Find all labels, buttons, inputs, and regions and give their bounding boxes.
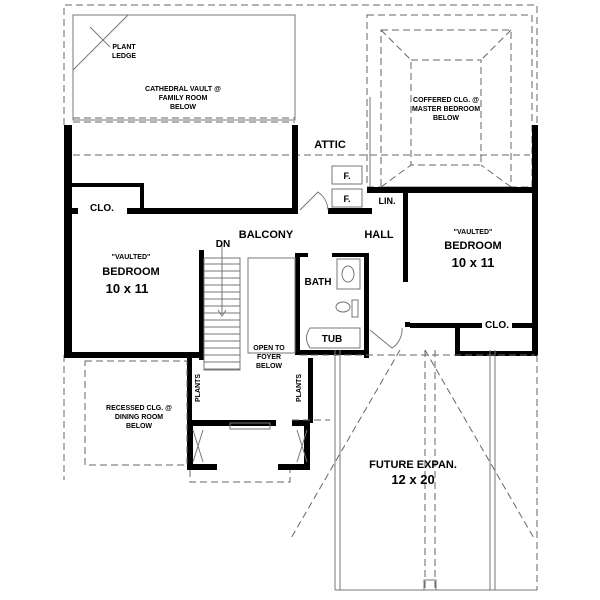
furnace-box: [331, 188, 363, 208]
plant-ledge-label: PLANT: [112, 44, 136, 51]
family-vault-outline: [72, 14, 296, 121]
bedroom-left-size: 10 x 11: [106, 281, 149, 296]
plant-ledge-line: [72, 14, 129, 71]
future-expansion-size: 12 x 20: [391, 472, 434, 487]
walls: [64, 125, 538, 470]
family-vault-label: CATHEDRAL VAULT @: [145, 86, 221, 93]
furnace-label: F.: [343, 171, 350, 181]
bath-label: BATH: [304, 277, 331, 288]
bedroom-right-name: BEDROOM: [444, 240, 501, 252]
master-coffered-label: BELOW: [433, 115, 459, 122]
foyer-opening: [247, 257, 296, 354]
future-window: [423, 579, 437, 591]
bedroom-right-size: 10 x 11: [452, 255, 495, 270]
hall-label: HALL: [364, 229, 394, 241]
vanity: [336, 258, 361, 290]
plants-right-label: PLANTS: [296, 374, 303, 402]
stair-treads: [204, 263, 240, 370]
dining-recess-label: DINING ROOM: [115, 414, 163, 421]
furnace-label: F.: [343, 194, 350, 204]
coffered-inner: [410, 59, 482, 166]
sink-icon: [341, 265, 355, 283]
tub-label: TUB: [322, 334, 343, 345]
dining-recess-outline: [84, 360, 188, 466]
toilet-icon: [335, 301, 351, 313]
svg-text:PLANT: PLANT: [112, 44, 136, 51]
family-vault-label: FAMILY ROOM: [159, 95, 208, 102]
plant-ledge-line: [89, 26, 111, 48]
family-vault-label: BELOW: [170, 104, 196, 111]
future-expansion-name: FUTURE EXPAN.: [369, 459, 457, 471]
closet-right-label: CLO.: [485, 320, 509, 331]
balcony-label: BALCONY: [239, 229, 294, 241]
attic-label: ATTIC: [314, 139, 346, 151]
dining-recess-label: RECESSED CLG. @: [106, 405, 172, 412]
toilet-tank: [351, 299, 359, 318]
furnace-box: [331, 165, 363, 185]
closet-left-label: CLO.: [90, 203, 114, 214]
future-door[interactable]: [369, 327, 403, 349]
column-icons: [192, 429, 308, 463]
attic-door[interactable]: [299, 191, 329, 211]
plants-left-label: PLANTS: [195, 374, 202, 402]
bedroom-left-name: BEDROOM: [102, 266, 159, 278]
linen-label: LIN.: [379, 196, 396, 206]
master-coffered-label: COFFERED CLG. @: [413, 97, 479, 104]
svg-text:LEDGE: LEDGE: [112, 53, 136, 60]
foyer-roof-line: [189, 419, 330, 483]
open-foyer-label: OPEN TO: [253, 345, 285, 352]
window: [229, 422, 271, 430]
tub-icon: [306, 327, 361, 349]
master-coffered-label: MASTER BEDROOM: [412, 106, 480, 113]
bedroom-right-note: "VAULTED": [454, 229, 493, 236]
future-walls: [334, 350, 537, 591]
plant-ledge-label: LEDGE: [112, 53, 136, 60]
open-foyer-label: BELOW: [256, 363, 282, 370]
bedroom-left-note: "VAULTED": [112, 254, 151, 261]
dining-recess-label: BELOW: [126, 423, 152, 430]
roof-outline: [63, 4, 538, 590]
stairs-dn-label: DN: [216, 239, 230, 250]
open-foyer-label: FOYER: [257, 354, 281, 361]
